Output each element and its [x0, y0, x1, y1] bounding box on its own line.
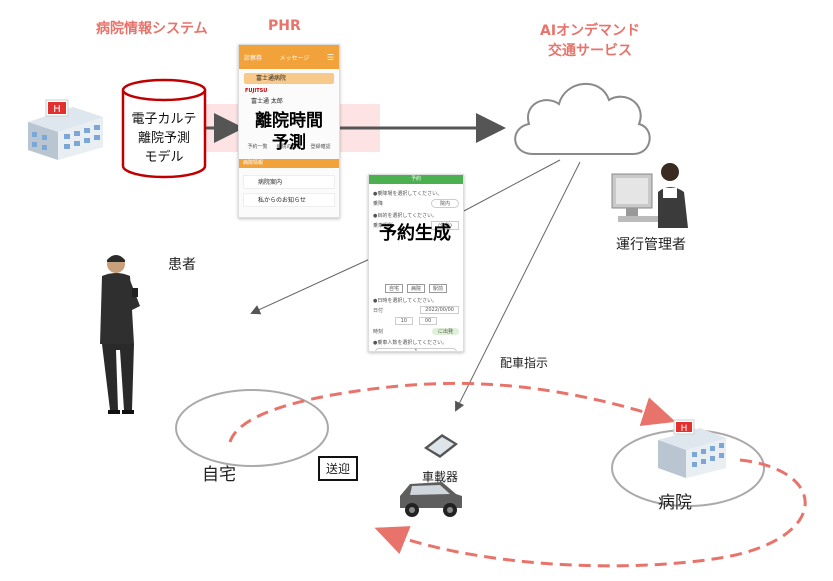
pickup-box: 送迎: [318, 456, 359, 481]
svg-text:H: H: [53, 104, 61, 115]
boarding-select[interactable]: 院内: [430, 199, 459, 208]
dispatch-label: 配車指示: [500, 356, 549, 370]
cloud-icon: [514, 83, 651, 155]
booking-q4: ●乗車人数を選択してください。: [373, 340, 448, 346]
place-input[interactable]: (住所): [431, 221, 459, 230]
patient-name: 富士通 太郎: [251, 98, 283, 105]
phr-tabbar: 診察券 メッセージ ☰: [239, 45, 339, 69]
booking-field2: 乗車場所 (住所): [373, 221, 459, 230]
dispatch-arrow: [455, 161, 581, 412]
car-icon: [400, 482, 462, 517]
booking-q1: ●乗降場を選択してください。: [373, 191, 443, 197]
row-hospital-guide[interactable]: 病院案内: [243, 175, 335, 189]
icon-hospital-guide[interactable]: 病院の案内: [276, 144, 302, 150]
route-to-hospital: [228, 381, 676, 443]
booking-header: 予約: [369, 175, 463, 184]
hospital-system-header: 病院情報システム: [96, 21, 208, 37]
patient-label: 患者: [168, 257, 196, 273]
booking-phone: 予約 ●乗降場を選択してください。 乗降 院内 ●目的を選択してください。 乗車…: [368, 174, 464, 352]
phr-icon-row: 予約一覧 病院の案内 登録確認: [243, 143, 335, 150]
device-label: 車載器: [422, 470, 459, 484]
database-icon: [121, 78, 207, 179]
booking-destination-buttons: 自宅 病院 駅前: [373, 284, 459, 293]
hospital-building-icon-right: H: [658, 419, 726, 478]
phr-phone: 診察券 メッセージ ☰ 富士通病院 FUJITSU 富士通 太郎 予約一覧 病院…: [238, 44, 340, 218]
passenger-count[interactable]: 1: [375, 348, 457, 351]
route-to-home: [374, 458, 807, 568]
booking-field4: 時刻 に出発: [373, 328, 459, 335]
tablet-device-icon: [424, 434, 458, 458]
booking-q2: ●目的を選択してください。: [373, 213, 438, 219]
operator-label: 運行管理者: [616, 237, 686, 253]
database-label: 電子カルテ 離院予測 モデル: [131, 112, 197, 165]
cloud-to-booking-line: [461, 159, 561, 213]
hospital-building-icon: H: [28, 99, 103, 160]
dest-hospital-button[interactable]: 病院: [406, 284, 425, 293]
icon-registration[interactable]: 登録確認: [310, 144, 331, 150]
phr-header: PHR: [268, 18, 301, 34]
row-notices[interactable]: 私からのお知らせ: [243, 193, 335, 207]
booking-to-patient-arrow: [250, 257, 373, 315]
depart-button[interactable]: に出発: [431, 328, 459, 335]
minute-select[interactable]: 00: [419, 317, 438, 325]
home-label: 自宅: [202, 465, 236, 485]
dest-station-button[interactable]: 駅前: [429, 284, 448, 293]
dest-home-button[interactable]: 自宅: [384, 284, 403, 293]
hospital-label: 病院: [658, 493, 692, 513]
patient-icon: [100, 255, 140, 414]
booking-q3: ●日時を選択してください。: [373, 298, 438, 304]
brand-logo: FUJITSU: [245, 88, 268, 94]
tab-card[interactable]: 診察券: [244, 54, 263, 62]
operator-icon: [611, 163, 688, 228]
menu-icon[interactable]: ☰: [326, 52, 334, 62]
discharge-prediction-label: 離院時間 予測: [255, 111, 323, 153]
date-input[interactable]: 2022/00/00: [420, 306, 459, 314]
icon-reserve-list[interactable]: 予約一覧: [247, 144, 268, 150]
ai-transport-header: AIオンデマンド 交通サービス: [540, 23, 641, 59]
home-area: [175, 389, 329, 467]
booking-generate-label: 予約生成: [379, 223, 451, 244]
booking-time-row: 10 00: [373, 317, 459, 325]
hospital-select[interactable]: 富士通病院: [244, 73, 334, 84]
tab-message[interactable]: メッセージ: [279, 54, 310, 62]
booking-field1: 乗降 院内: [373, 199, 459, 208]
hour-select[interactable]: 10: [394, 317, 413, 325]
booking-field3: 日付 2022/00/00: [373, 306, 459, 314]
section-header: 病院情報: [239, 159, 339, 168]
svg-text:H: H: [681, 424, 688, 434]
